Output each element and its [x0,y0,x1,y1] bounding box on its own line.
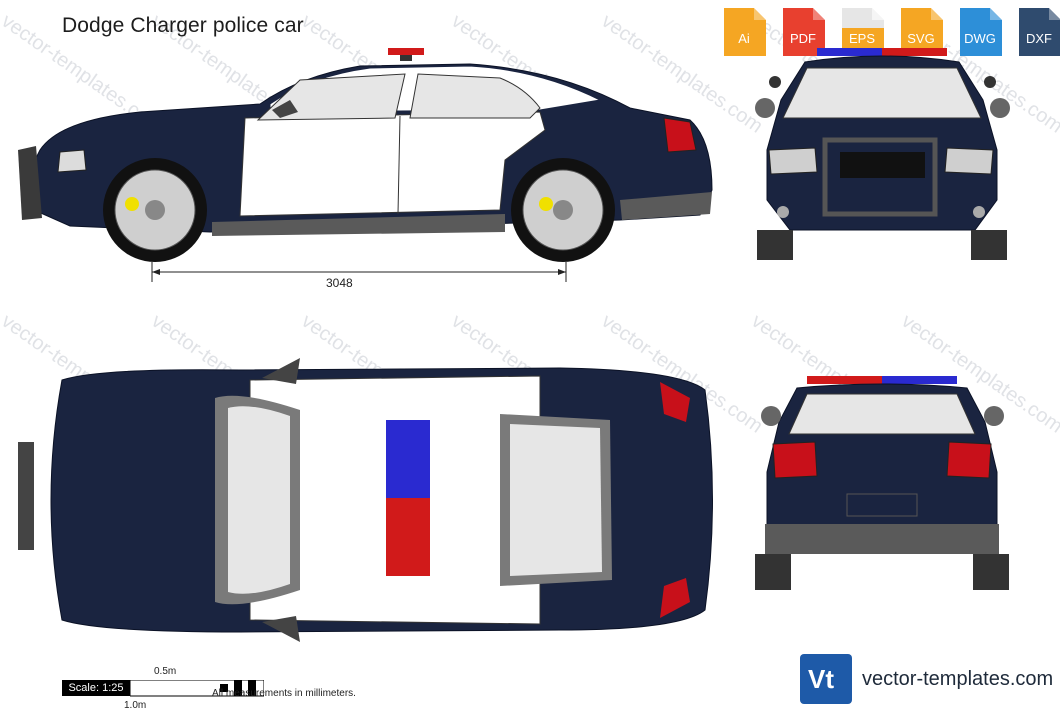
format-label: PDF [790,31,816,46]
format-label: DWG [964,31,996,46]
file-icon [783,8,825,56]
file-icon [960,8,1002,56]
file-icon [842,8,884,56]
brand-text: vector-templates.com [862,667,1054,690]
vt-logo-icon: Vt [800,654,852,704]
format-dxf-button[interactable]: DXF [1013,4,1060,60]
rear-view [755,376,1009,590]
file-icon [1019,8,1060,56]
format-dwg-button[interactable]: DWG [954,4,1006,60]
file-icon [724,8,766,56]
scale-half: 0.5m [154,666,177,677]
scale-full: 1.0m [124,700,147,711]
format-label: EPS [848,31,875,46]
side-view [18,48,713,282]
format-pdf-button[interactable]: PDF [777,4,829,60]
file-icon [901,8,943,56]
format-eps-button[interactable]: EPS [836,4,888,60]
wheelbase-dimension: 3048 [326,276,353,290]
format-ai-button[interactable]: Ai [718,4,770,60]
page-title: Dodge Charger police car [62,14,304,37]
front-view [755,48,1010,260]
top-view [18,358,713,642]
measurement-note: All measurements in millimeters. [212,688,356,699]
format-svg-button[interactable]: SVG [895,4,947,60]
format-label: DXF [1026,31,1052,46]
format-badges: Ai PDF EPS SVG DWG DXF [718,4,1060,60]
brand-logo[interactable]: Vt vector-templates.com [800,654,1053,704]
format-label: SVG [907,31,935,46]
scale-ruler [130,680,264,697]
scale-label: Scale: 1:25 [62,680,130,696]
svg-text:Vt: Vt [808,664,834,694]
format-label: Ai [738,31,750,46]
